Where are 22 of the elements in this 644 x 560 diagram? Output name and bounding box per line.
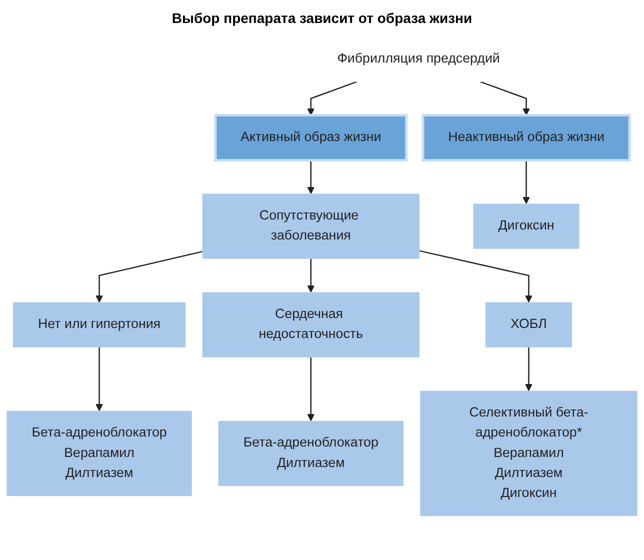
arrow [480, 81, 530, 116]
arrow [307, 258, 315, 293]
node-box: Неактивный образ жизни [422, 114, 631, 162]
node-box: Активный образ жизни [214, 114, 408, 162]
node-box: Селективный бета-адреноблокатор* Верапамил Дилтиазем Дигоксин [420, 390, 638, 516]
arrow [307, 81, 357, 116]
node-box: Нет или гипертония [12, 302, 186, 348]
arrow [96, 250, 202, 303]
node-box: Бета-адреноблокатор Дилтиазем [218, 420, 404, 486]
node-box: Дигоксин [473, 204, 580, 249]
arrow [522, 160, 530, 204]
arrow [525, 347, 532, 392]
node-box: Сердечная недостаточность [202, 292, 420, 358]
arrow [96, 347, 103, 412]
node-box: Бета-адреноблокатор Верапамил Дилтиазем [6, 410, 192, 496]
diagram-title: Выбор препарата зависит от образа жизни [170, 10, 474, 26]
arrow [419, 250, 532, 303]
node-text: Фибрилляция предсердий [337, 52, 500, 66]
arrow [307, 160, 315, 194]
node-box: Сопутствующие заболевания [202, 194, 420, 259]
node-box: ХОБЛ [485, 302, 572, 348]
arrow [307, 357, 315, 422]
